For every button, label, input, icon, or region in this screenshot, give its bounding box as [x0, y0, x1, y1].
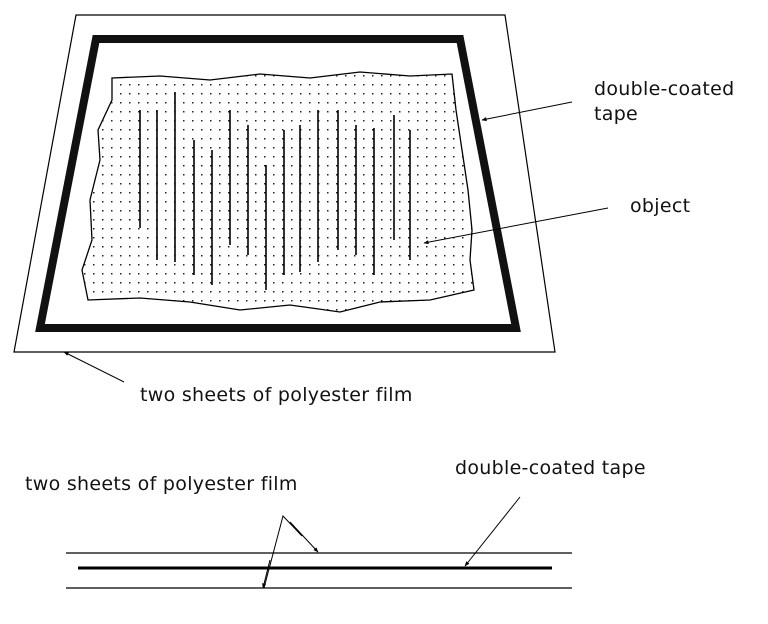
film-pointer-arrow-bottom: [262, 559, 271, 589]
tape-label: double-coated: [594, 78, 735, 100]
object-pointer-arrow: [423, 207, 609, 245]
film-pointer-arrows: [263, 515, 303, 589]
object-label: object: [630, 195, 691, 217]
tape-label-line2: tape: [594, 103, 639, 125]
object-shape: [81, 71, 475, 313]
cross-section-tape-label: double-coated tape: [455, 457, 646, 479]
tape-pointer-arrow-bottom: [464, 496, 521, 567]
film-label: two sheets of polyester film: [140, 384, 413, 406]
film-pointer-arrow-top: [289, 521, 319, 553]
object-streaks: [139, 92, 411, 290]
polyester-film-outline: [13, 14, 556, 353]
double-coated-tape-frame: [35, 35, 521, 332]
film-pointer-arrow: [63, 351, 125, 383]
tape-pointer-arrow: [481, 101, 573, 122]
cross-section-film-label: two sheets of polyester film: [25, 473, 298, 495]
